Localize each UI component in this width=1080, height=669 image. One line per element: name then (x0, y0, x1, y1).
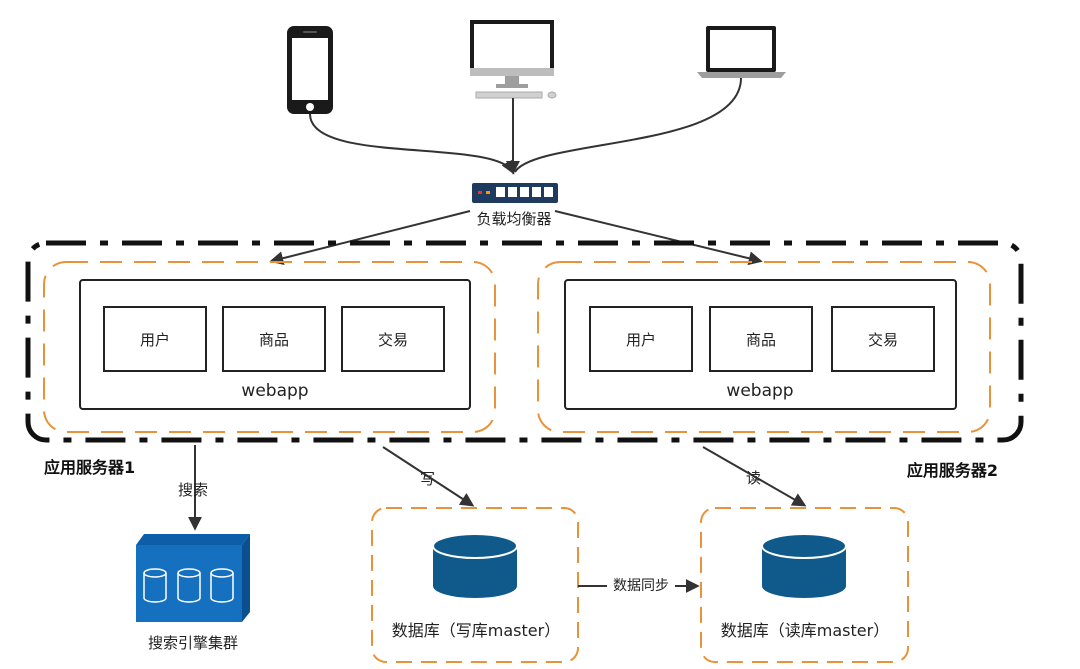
server1-module-goods (222, 306, 326, 372)
load-balancer-label: 负载均衡器 (476, 210, 551, 228)
server1-frame (43, 261, 496, 433)
write-arrow (382, 446, 475, 507)
phone-to-lb-connector (309, 113, 515, 175)
server2-module-goods (709, 306, 813, 372)
server2-module-trade (831, 306, 935, 372)
lb-to-server1-arrow (269, 210, 471, 266)
sync-label-bg (607, 575, 675, 595)
server2-module-user (589, 306, 693, 372)
server2-module-goods-label: 商品 (746, 331, 776, 349)
server2-webapp-label: webapp (726, 381, 793, 401)
server1-webapp-label: webapp (241, 381, 308, 401)
server2-frame (537, 261, 991, 433)
server2-module-user-label: 用户 (626, 331, 656, 349)
search-cluster-server-icon (136, 534, 250, 622)
server2-module-trade-label: 交易 (868, 331, 898, 349)
server1-module-goods-label: 商品 (259, 331, 289, 349)
laptop-to-lb-connector (514, 77, 742, 173)
master-database-icon (432, 533, 518, 598)
search-edge-label: 搜索 (178, 481, 208, 499)
write-edge-label: 写 (420, 470, 435, 488)
server1-module-trade (341, 306, 445, 372)
slave-db-label: 数据库（读库master） (721, 621, 889, 640)
laptop-icon (697, 26, 786, 78)
search-cluster-label: 搜索引擎集群 (148, 634, 238, 652)
lb-to-server2-arrow (554, 210, 763, 266)
slave-db-frame (700, 507, 909, 663)
data-sync-edge-label: 数据同步 (613, 578, 669, 594)
smartphone-icon (287, 26, 333, 114)
read-arrow (702, 446, 807, 507)
server1-module-trade-label: 交易 (378, 331, 408, 349)
desktop-computer-icon (470, 20, 557, 99)
load-balancer-switch-icon (472, 183, 558, 203)
master-db-label: 数据库（写库master） (392, 621, 560, 640)
read-edge-label: 读 (746, 469, 761, 487)
app-cluster-boundary (25, 240, 1024, 443)
slave-database-icon (761, 533, 847, 598)
server1-module-user (103, 306, 207, 372)
server2-title: 应用服务器2 (907, 461, 998, 480)
server1-module-user-label: 用户 (140, 331, 170, 349)
server1-title: 应用服务器1 (44, 458, 135, 477)
